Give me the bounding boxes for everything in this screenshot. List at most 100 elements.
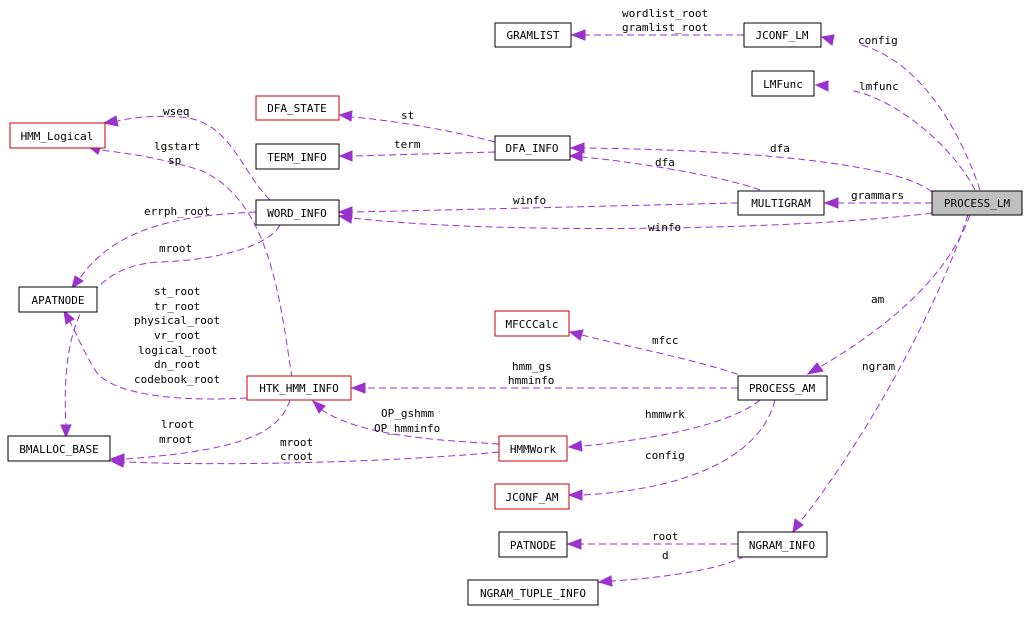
node-label-apatnode: APATNODE — [32, 294, 85, 307]
edge-hmm-gs — [350, 382, 738, 394]
edge-label-hmm-gs: hmm_gs — [512, 360, 552, 373]
node-jconf-am[interactable]: JCONF_AM — [494, 483, 570, 510]
edge-dfa-from-multigram — [568, 150, 761, 191]
edge-lmfunc — [814, 80, 976, 191]
edge-ngram — [792, 214, 969, 534]
node-hmm-logical[interactable]: HMM_Logical — [9, 122, 106, 149]
node-label-htk-hmm-info: HTK_HMM_INFO — [259, 382, 338, 395]
edge-label-physical-root: physical_root — [134, 314, 220, 327]
edge-label-grammars: grammars — [851, 189, 904, 202]
node-apatnode[interactable]: APATNODE — [18, 286, 98, 313]
edge-gramlist — [570, 29, 744, 41]
edge-label-mroot-work: mroot — [280, 436, 313, 449]
edge-label-tr-root: tr_root — [154, 300, 200, 313]
edge-label-lmfunc: lmfunc — [859, 80, 899, 93]
edge-mroot-word — [60, 224, 281, 439]
edge-label-winfo-multigram: winfo — [513, 194, 546, 207]
node-label-lmfunc: LMFunc — [763, 78, 803, 91]
edge-label-am: am — [871, 293, 885, 306]
edge-label-config-am: config — [645, 449, 685, 462]
edge-mroot-work — [109, 451, 500, 468]
edge-label-dfa-multigram: dfa — [655, 156, 675, 169]
edge-label-errph-root: errph_root — [144, 205, 210, 218]
node-dfa-state[interactable]: DFA_STATE — [255, 95, 340, 121]
edge-htk-roots — [63, 309, 248, 400]
edge-label-hmminfo: hmminfo — [508, 374, 554, 387]
node-ngram-tuple-info[interactable]: NGRAM_TUPLE_INFO — [467, 579, 599, 606]
node-label-ngram-info: NGRAM_INFO — [749, 539, 815, 552]
edge-label-dfa-lm: dfa — [770, 142, 790, 155]
node-gramlist[interactable]: GRAMLIST — [494, 22, 572, 48]
edge-mfcc — [568, 329, 749, 379]
node-label-jconf-lm: JCONF_LM — [756, 29, 809, 42]
node-label-ngram-tuple-info: NGRAM_TUPLE_INFO — [480, 587, 586, 600]
node-label-hmm-logical: HMM_Logical — [21, 130, 94, 143]
edge-label-st-root: st_root — [154, 285, 200, 298]
edge-label-hmmwrk: hmmwrk — [645, 408, 685, 421]
edge-label-wseq: wseq — [163, 105, 190, 118]
node-label-term-info: TERM_INFO — [267, 151, 327, 164]
edge-label-op-hmminfo: OP_hmminfo — [374, 422, 440, 435]
node-label-gramlist: GRAMLIST — [507, 29, 560, 42]
edge-errph-root — [71, 211, 257, 290]
node-label-word-info: WORD_INFO — [267, 207, 327, 220]
edge-label-wordlist-root: wordlist_root — [622, 7, 708, 20]
edge-grammars — [823, 197, 932, 209]
node-process-am[interactable]: PROCESS_AM — [737, 375, 828, 401]
node-process-lm[interactable]: PROCESS_LM — [931, 190, 1023, 216]
node-label-dfa-state: DFA_STATE — [267, 102, 327, 115]
edge-label-croot: croot — [280, 450, 313, 463]
edge-winfo-lm — [337, 212, 933, 230]
edge-hmmwrk — [567, 399, 761, 452]
node-label-mfcccalc: MFCCCalc — [506, 318, 559, 331]
edge-st — [338, 110, 496, 143]
edge-op-gshmm — [311, 400, 500, 445]
edge-label-st: st — [401, 109, 414, 122]
node-patnode[interactable]: PATNODE — [498, 531, 568, 558]
node-lmfunc[interactable]: LMFunc — [751, 70, 815, 97]
edge-label-mroot-htk: mroot — [159, 433, 192, 446]
edge-config-am — [567, 399, 776, 501]
edge-label-logical-root: logical_root — [138, 344, 217, 357]
edge-term — [338, 150, 496, 162]
node-bmalloc-base[interactable]: BMALLOC_BASE — [7, 435, 111, 462]
edge-label-ngram: ngram — [862, 360, 895, 373]
node-htk-hmm-info[interactable]: HTK_HMM_INFO — [246, 375, 352, 401]
edge-label-vr-root: vr_root — [154, 329, 200, 342]
node-label-patnode: PATNODE — [510, 539, 556, 552]
node-ngram-info[interactable]: NGRAM_INFO — [737, 531, 828, 558]
node-multigram[interactable]: MULTIGRAM — [737, 190, 825, 216]
node-mfcccalc[interactable]: MFCCCalc — [494, 310, 570, 337]
edge-config-lm — [820, 34, 981, 191]
edge-label-gramlist-root: gramlist_root — [622, 21, 708, 34]
node-label-jconf-am: JCONF_AM — [506, 491, 559, 504]
edge-lroot — [109, 399, 291, 465]
node-label-process-lm: PROCESS_LM — [944, 197, 1011, 210]
edge-label-config-lm: config — [858, 34, 898, 47]
edge-root — [566, 538, 738, 550]
node-dfa-info[interactable]: DFA_INFO — [494, 135, 571, 161]
edge-label-sp: sp — [168, 154, 181, 167]
node-label-dfa-info: DFA_INFO — [506, 142, 559, 155]
node-label-multigram: MULTIGRAM — [751, 197, 811, 210]
edge-label-dn-root: dn_root — [154, 358, 200, 371]
node-hmmwork[interactable]: HMMWork — [498, 435, 568, 462]
edge-label-codebook-root: codebook_root — [134, 373, 220, 386]
edge-label-lgstart: lgstart — [154, 140, 200, 153]
edge-label-mroot-word: mroot — [159, 242, 192, 255]
edge-label-winfo-lm: winfo — [648, 221, 681, 234]
node-term-info[interactable]: TERM_INFO — [255, 143, 340, 170]
node-jconf-lm[interactable]: JCONF_LM — [743, 22, 822, 48]
edge-label-mfcc: mfcc — [652, 334, 679, 347]
edge-label-term: term — [394, 138, 421, 151]
edge-d — [597, 555, 746, 587]
edge-dfa-from-lm — [569, 142, 933, 193]
edge-wseq — [102, 115, 271, 201]
edge-label-root: root — [652, 530, 679, 543]
edge-label-lroot: lroot — [161, 418, 194, 431]
edge-am — [806, 214, 971, 375]
node-label-process-am: PROCESS_AM — [749, 382, 816, 395]
node-label-hmmwork: HMMWork — [510, 443, 557, 456]
edge-label-op-gshmm: OP_gshmm — [381, 407, 434, 420]
node-word-info[interactable]: WORD_INFO — [255, 199, 340, 226]
